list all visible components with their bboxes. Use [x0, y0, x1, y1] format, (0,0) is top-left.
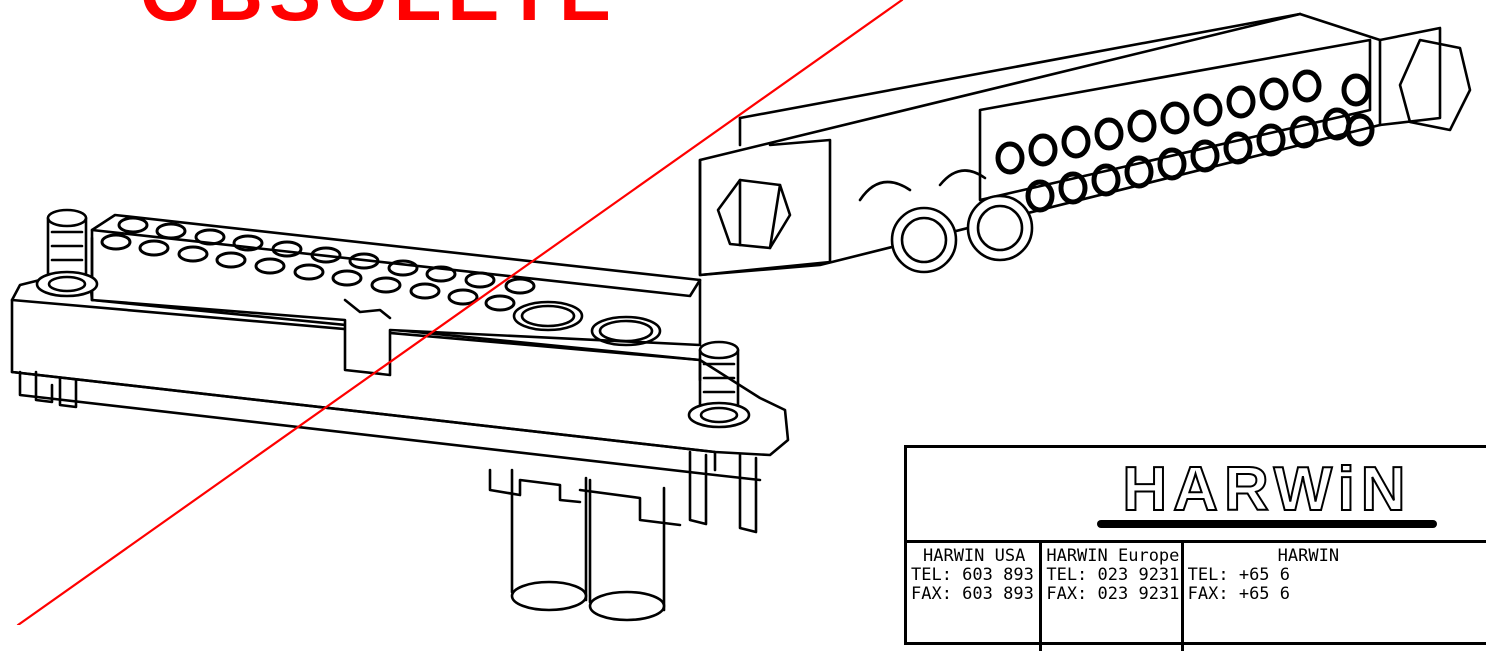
connector-drawing: [10, 0, 1472, 625]
contact-fax: FAX: 023 9231 4590: [1046, 584, 1180, 604]
obsolete-stamp: OBSOLETE: [140, 0, 617, 32]
harwin-logo: HARWiN: [1121, 460, 1411, 518]
contact-name: HARWIN: [1277, 546, 1340, 566]
contact-tel: TEL: +65 6: [1187, 565, 1291, 585]
contact-europe: HARWIN Europe (UK)TEL: 023 9231 4545 FAX…: [1042, 543, 1184, 651]
connector-left-view: [10, 208, 790, 622]
contact-tel: TEL: 603 893 5376: [911, 565, 1034, 585]
contact-name: HARWIN Europe (UK): [1046, 546, 1180, 566]
obsolete-strike-line: [16, 0, 904, 625]
title-block-logo-row: HARWiN: [907, 448, 1486, 543]
contact-tel: TEL: 023 9231 4545: [1046, 565, 1180, 585]
contact-fax: FAX: +65 6: [1187, 584, 1291, 604]
contact-name: HARWIN USA: [922, 546, 1026, 566]
connector-right-view: [698, 12, 1472, 277]
logo-underline-bar: [1097, 520, 1437, 528]
harwin-logo-text: HARWiN: [1122, 460, 1411, 518]
contact-fax: FAX: 603 893 5396: [911, 584, 1034, 604]
